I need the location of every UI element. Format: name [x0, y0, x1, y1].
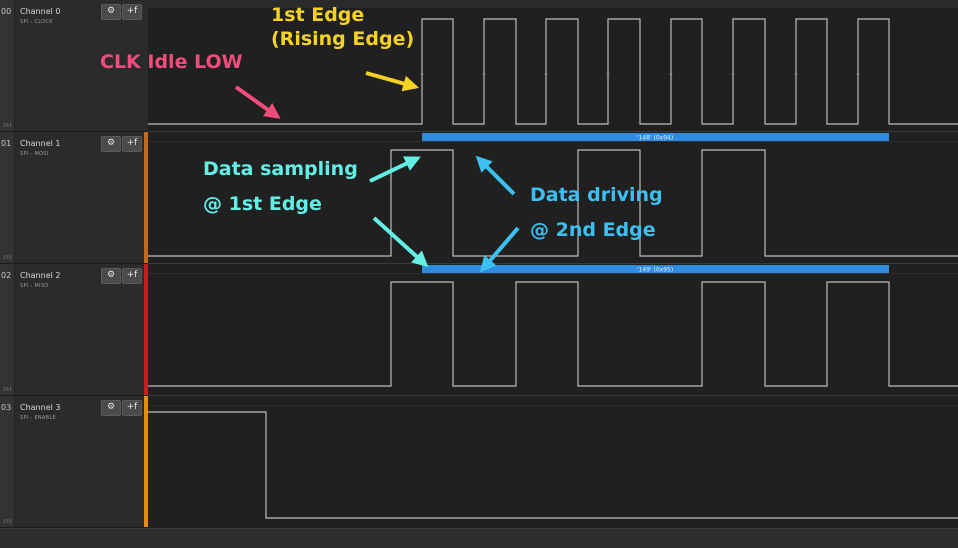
enable-waveform [148, 411, 958, 519]
channel-settings-gear-icon[interactable]: ⚙ [101, 136, 121, 152]
channel-color-strip [144, 132, 148, 263]
channel-index: 01 [1, 139, 12, 148]
channel-name[interactable]: Channel 2 [20, 271, 61, 280]
miso-decode-bubble[interactable] [422, 265, 889, 273]
channel-index-column: 01 [0, 132, 15, 263]
data-driving-arrow-lower [479, 226, 520, 273]
channel-subtitle: SPI - MISO [20, 283, 49, 289]
channel-index-column: 00 [0, 0, 15, 131]
channel-subtitle: SPI - MOSI [20, 151, 49, 157]
channel-row-0[interactable]: 00 Channel 0 SPI - CLOCK ⚙ +f [0, 0, 146, 132]
mosi-decode-bubble[interactable] [422, 133, 889, 141]
add-analyzer-button[interactable]: +f [122, 136, 142, 152]
channel-color-strip [144, 0, 148, 131]
add-analyzer-button[interactable]: +f [122, 4, 142, 20]
clk-idle-annotation: CLK Idle LOW [100, 51, 243, 73]
channel-settings-gear-icon[interactable]: ⚙ [101, 400, 121, 416]
data-sampling-arrow-upper [369, 156, 421, 183]
mosi-waveform [148, 149, 958, 257]
channel-0-lane [148, 8, 958, 131]
channel-3-lane [148, 396, 958, 528]
drag-handle-icon[interactable] [3, 519, 12, 523]
rising-edge-arrow [365, 71, 420, 92]
data-driving-arrow-upper [475, 155, 516, 196]
status-bar [0, 528, 958, 548]
channel-2-lane [148, 264, 958, 395]
miso-decode-label: '149' (0x95) [637, 267, 673, 274]
drag-handle-icon[interactable] [3, 387, 12, 391]
add-analyzer-button[interactable]: +f [122, 400, 142, 416]
data-driving-annotation: Data driving @ 2nd Edge [530, 184, 663, 241]
data-sampling-arrow-lower [372, 216, 429, 268]
data-sampling-annotation: Data sampling @ 1st Edge [203, 158, 358, 215]
waveform-view[interactable]: '148' (0x94) '149' (0x95) [148, 0, 958, 528]
drag-handle-icon[interactable] [3, 255, 12, 259]
clock-edge-markers [420, 72, 860, 76]
channel-subtitle: SPI - ENABLE [20, 415, 56, 421]
channel-sidebar: 00 Channel 0 SPI - CLOCK ⚙ +f 01 Channel… [0, 0, 148, 528]
rising-edge-annotation: 1st Edge (Rising Edge) [271, 4, 415, 50]
channel-color-strip [144, 396, 148, 527]
channel-color-strip [144, 264, 148, 395]
clk-idle-arrow [234, 85, 281, 119]
channel-index-column: 03 [0, 396, 15, 527]
channel-settings-gear-icon[interactable]: ⚙ [101, 268, 121, 284]
channel-subtitle: SPI - CLOCK [20, 19, 53, 25]
channel-index: 03 [1, 403, 12, 412]
drag-handle-icon[interactable] [3, 123, 12, 127]
channel-row-3[interactable]: 03 Channel 3 SPI - ENABLE ⚙ +f [0, 396, 146, 528]
clock-waveform [148, 18, 958, 125]
channel-index: 00 [1, 7, 12, 16]
channel-settings-gear-icon[interactable]: ⚙ [101, 4, 121, 20]
add-analyzer-button[interactable]: +f [122, 268, 142, 284]
channel-1-lane [148, 132, 958, 263]
mosi-decode-label: '148' (0x94) [637, 135, 673, 142]
channel-name[interactable]: Channel 3 [20, 403, 61, 412]
channel-index-column: 02 [0, 264, 15, 395]
channel-index: 02 [1, 271, 12, 280]
channel-row-2[interactable]: 02 Channel 2 SPI - MISO ⚙ +f [0, 264, 146, 396]
channel-name[interactable]: Channel 1 [20, 139, 61, 148]
channel-name[interactable]: Channel 0 [20, 7, 61, 16]
miso-waveform [148, 281, 958, 387]
channel-row-1[interactable]: 01 Channel 1 SPI - MOSI ⚙ +f [0, 132, 146, 264]
